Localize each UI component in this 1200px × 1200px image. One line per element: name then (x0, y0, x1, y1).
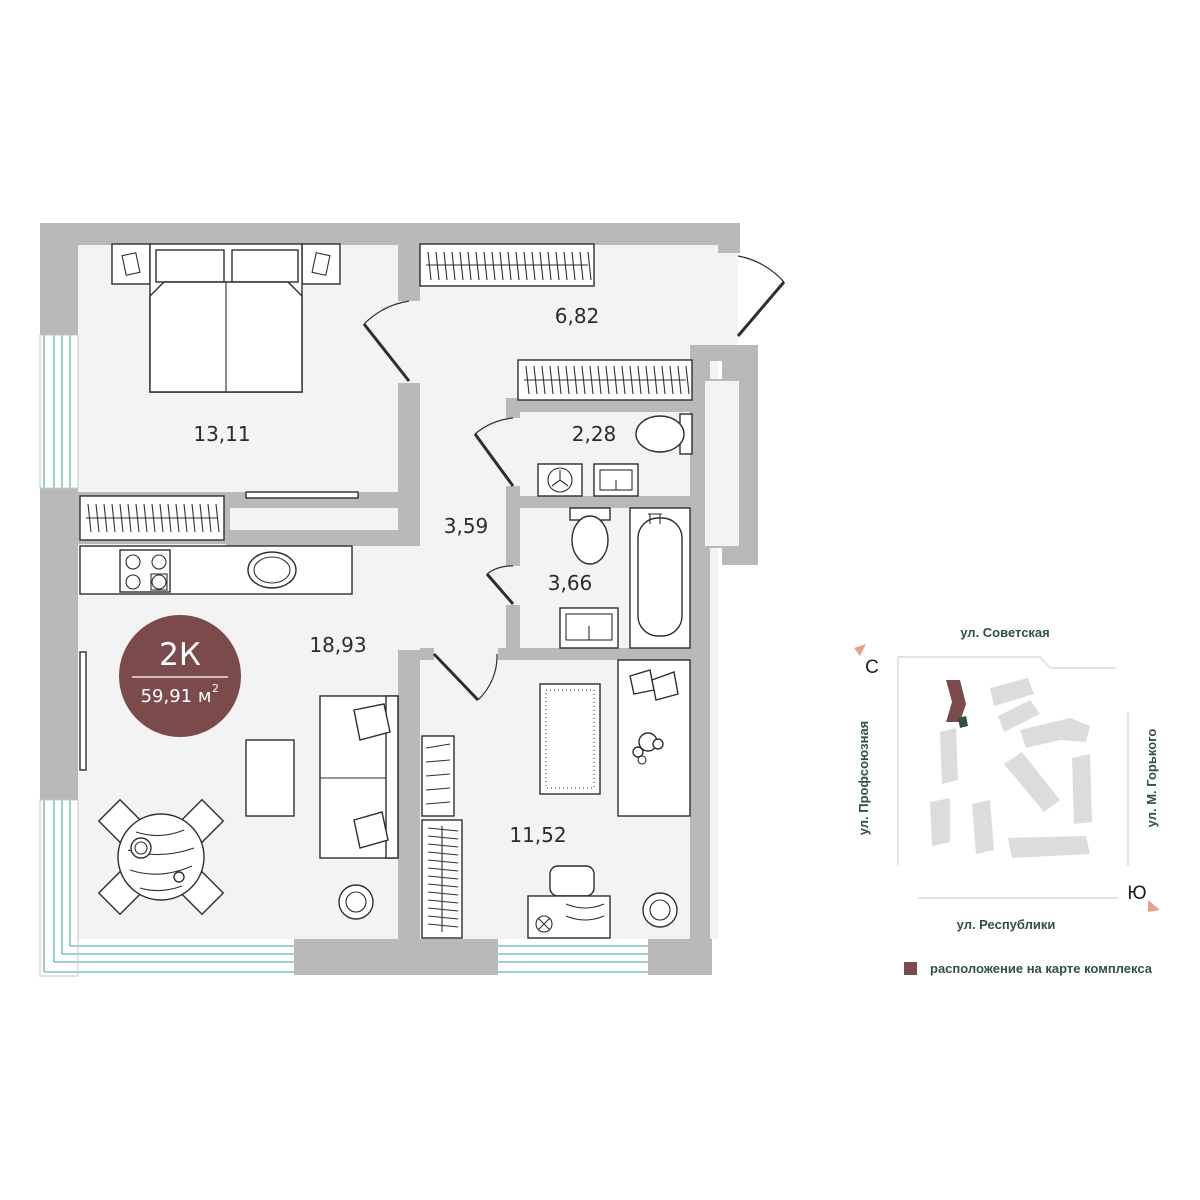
room-area-living-kitchen: 18,93 (309, 633, 366, 657)
street-bottom: ул. Республики (957, 917, 1056, 932)
kids-bed (617, 659, 691, 817)
apartment-badge: 2К 59,91 м 2 (119, 615, 241, 737)
room-area-wc: 2,28 (572, 422, 617, 446)
sink-bath (559, 607, 619, 649)
tv-living (79, 651, 87, 771)
legend-swatch (904, 962, 917, 975)
north-arrow-icon (854, 644, 866, 656)
street-top: ул. Советская (960, 625, 1050, 640)
room-area-bathroom: 3,66 (548, 571, 593, 595)
room-area-hall: 6,82 (555, 304, 600, 328)
room-area-corridor: 3,59 (444, 514, 489, 538)
toilet-wc (635, 413, 693, 455)
toilet-bath (569, 507, 611, 565)
bookshelf (421, 735, 455, 817)
wardrobe-hangers (87, 251, 690, 533)
wardrobe-bedroom (79, 495, 225, 541)
washing-machine (537, 463, 583, 497)
street-right: ул. М. Горького (1144, 729, 1159, 828)
entry-floor (718, 243, 738, 353)
wardrobe-hall-2 (517, 359, 693, 401)
bathtub (629, 507, 691, 649)
legend: расположение на карте комплекса (904, 961, 1153, 976)
dining-table (97, 798, 225, 916)
south-arrow-icon (1148, 900, 1160, 912)
street-left: ул. Профсоюзная (856, 721, 871, 836)
sofa (319, 695, 399, 859)
compass-north: С (865, 657, 879, 678)
area-unit-superscript: 2 (212, 682, 219, 695)
bed (111, 243, 341, 393)
apartment-type: 2К (159, 637, 201, 673)
apartment-location-marker (946, 680, 966, 722)
coffee-table (245, 739, 295, 817)
apartment-area: 59,91 м (141, 686, 212, 707)
ventilation-shaft (703, 379, 741, 548)
desk (527, 865, 611, 939)
windows (43, 335, 648, 973)
tv-stand (245, 491, 359, 499)
wardrobe-kids-hangers (427, 827, 459, 928)
plant-kids (642, 892, 678, 928)
compass-south: Ю (1127, 883, 1146, 904)
room-area-bedroom: 13,11 (193, 422, 250, 446)
sink-wc (593, 463, 639, 497)
wardrobe-hall (419, 243, 595, 287)
doors (362, 255, 786, 702)
entrance-marker (958, 716, 968, 728)
window-frames (39, 334, 79, 977)
plant-living (338, 884, 374, 920)
kitchen-counter (79, 545, 353, 595)
rug (539, 683, 601, 795)
site-map: ул. Советская ул. Республики ул. Профсою… (854, 625, 1160, 932)
room-area-kids-room: 11,52 (509, 823, 566, 847)
legend-text: расположение на карте комплекса (930, 961, 1153, 976)
complex-buildings (930, 678, 1092, 858)
